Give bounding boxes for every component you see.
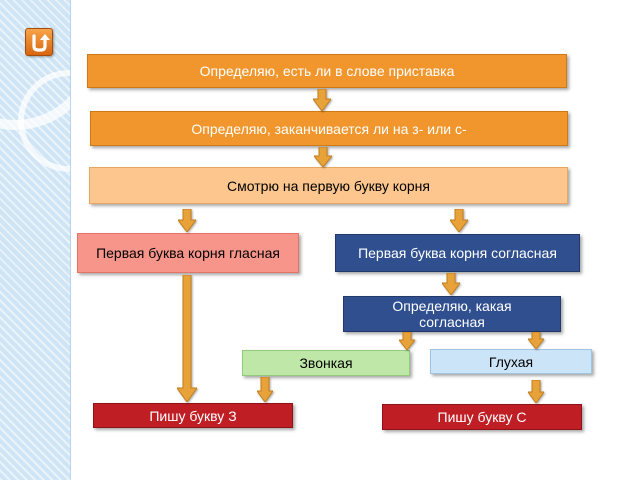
arrow-down	[528, 380, 544, 403]
arrow-down-long	[177, 275, 197, 402]
arrow-down	[450, 209, 468, 232]
step-ending-check: Определяю, заканчивается ли на з- или с-	[90, 111, 568, 146]
voiceless-box: Глухая	[430, 349, 592, 374]
step-prefix-check: Определяю, есть ли в слове приставка	[87, 54, 567, 88]
arrow-down	[178, 209, 196, 232]
write-z-box: Пишу букву З	[93, 403, 293, 428]
arrow-down	[528, 332, 544, 349]
voiceless-label: Глухая	[488, 353, 534, 370]
consonant-branch-label: Первая буква корня согласная	[358, 245, 557, 261]
arrow-down	[314, 147, 332, 167]
vowel-branch-label: Первая буква корня гласная	[96, 245, 280, 261]
which-consonant-label: Определяю, какая согласная	[392, 298, 512, 330]
step-prefix-check-label: Определяю, есть ли в слове приставка	[199, 63, 455, 79]
voiced-box: Звонкая	[242, 350, 410, 376]
write-z-label: Пишу букву З	[149, 407, 237, 424]
arrow-down	[257, 377, 273, 402]
arrow-down	[442, 273, 460, 295]
arrow-down	[313, 89, 331, 111]
vowel-branch-box: Первая буква корня гласная	[77, 233, 299, 273]
write-s-box: Пишу букву С	[382, 404, 582, 430]
write-s-label: Пишу букву С	[437, 409, 527, 425]
step-root-letter: Смотрю на первую букву корня	[89, 167, 568, 204]
step-ending-check-label: Определяю, заканчивается ли на з- или с-	[191, 120, 467, 137]
back-button[interactable]	[25, 28, 53, 56]
consonant-branch-box: Первая буква корня согласная	[335, 234, 580, 272]
return-arrow-icon	[32, 34, 50, 52]
arrow-down	[399, 332, 415, 350]
which-consonant-box: Определяю, какая согласная	[343, 296, 561, 332]
voiced-label: Звонкая	[299, 355, 353, 371]
step-root-letter-label: Смотрю на первую букву корня	[227, 177, 430, 194]
decorative-side-strip	[0, 0, 71, 480]
